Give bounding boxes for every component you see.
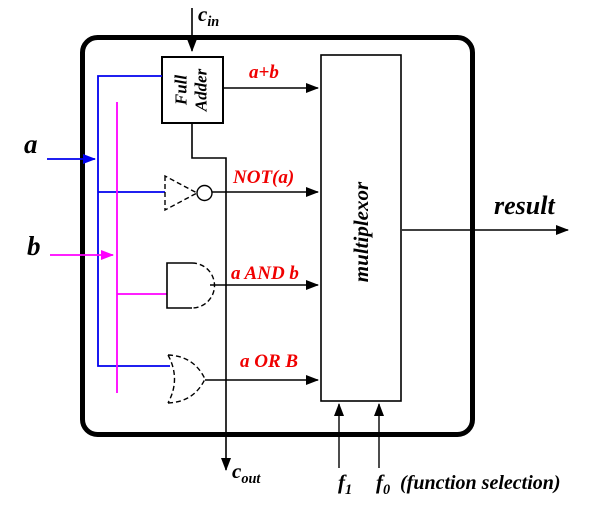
f0-select-label: f0 — [376, 470, 391, 498]
or-gate — [167, 354, 206, 404]
alu-enclosure-box — [80, 35, 475, 437]
multiplexor-label: multiplexor — [349, 181, 373, 283]
carry-out-wire — [191, 123, 231, 471]
op-add-label: a+b — [249, 62, 279, 83]
function-selection-label: (function selection) — [400, 472, 561, 494]
and-gate-body — [166, 262, 192, 309]
not-gate — [164, 174, 199, 212]
op-not-label: NOT(a) — [233, 167, 295, 188]
carry-out-label: cout — [232, 459, 261, 487]
multiplexor-box — [320, 54, 402, 402]
full-adder-box — [161, 56, 224, 124]
carry-in-label: cin — [198, 2, 220, 30]
not-gate-bubble — [196, 184, 213, 202]
input-a-label: a — [24, 129, 38, 159]
result-label: result — [494, 191, 555, 220]
f1-select-label: f1 — [338, 470, 353, 498]
op-and-label: a AND b — [231, 263, 299, 284]
a-bus-wire — [97, 75, 170, 367]
input-b-label: b — [27, 231, 41, 261]
op-or-label: a OR B — [240, 351, 299, 372]
